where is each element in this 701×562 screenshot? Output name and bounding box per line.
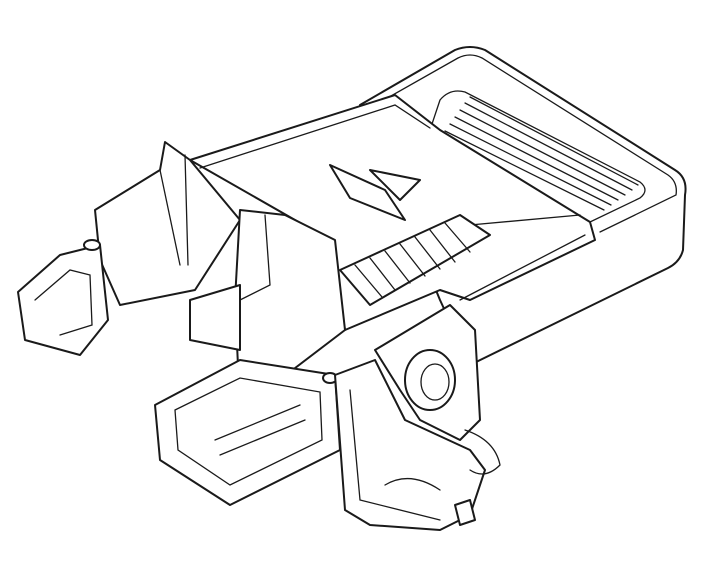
- right-tray-rim: [374, 54, 677, 233]
- notch-tab: [454, 499, 476, 526]
- grille: [339, 214, 491, 306]
- lower-right-leg: [334, 359, 486, 531]
- back-wall-ridge: [199, 104, 431, 169]
- grille-bars: [354, 222, 471, 298]
- round-opening-inner: [420, 363, 450, 401]
- center-column-face: [239, 214, 271, 301]
- left-floor-step: [189, 284, 241, 351]
- left-bracket-wall: [159, 154, 189, 266]
- front-box: [154, 359, 341, 506]
- side-cutout: [464, 429, 501, 475]
- vent-slots: [444, 96, 639, 211]
- lower-right-leg-inner: [349, 389, 441, 521]
- right-tray-inner: [429, 90, 646, 223]
- center-channel: [459, 214, 586, 301]
- inner-fin-2: [369, 169, 421, 201]
- left-small-box: [17, 244, 109, 356]
- round-opening: [404, 349, 456, 411]
- left-post: [83, 239, 101, 251]
- inner-fin-1: [329, 164, 406, 221]
- front-box-detail: [214, 404, 306, 456]
- left-small-box-inner: [34, 269, 93, 336]
- front-box-inner: [174, 377, 323, 486]
